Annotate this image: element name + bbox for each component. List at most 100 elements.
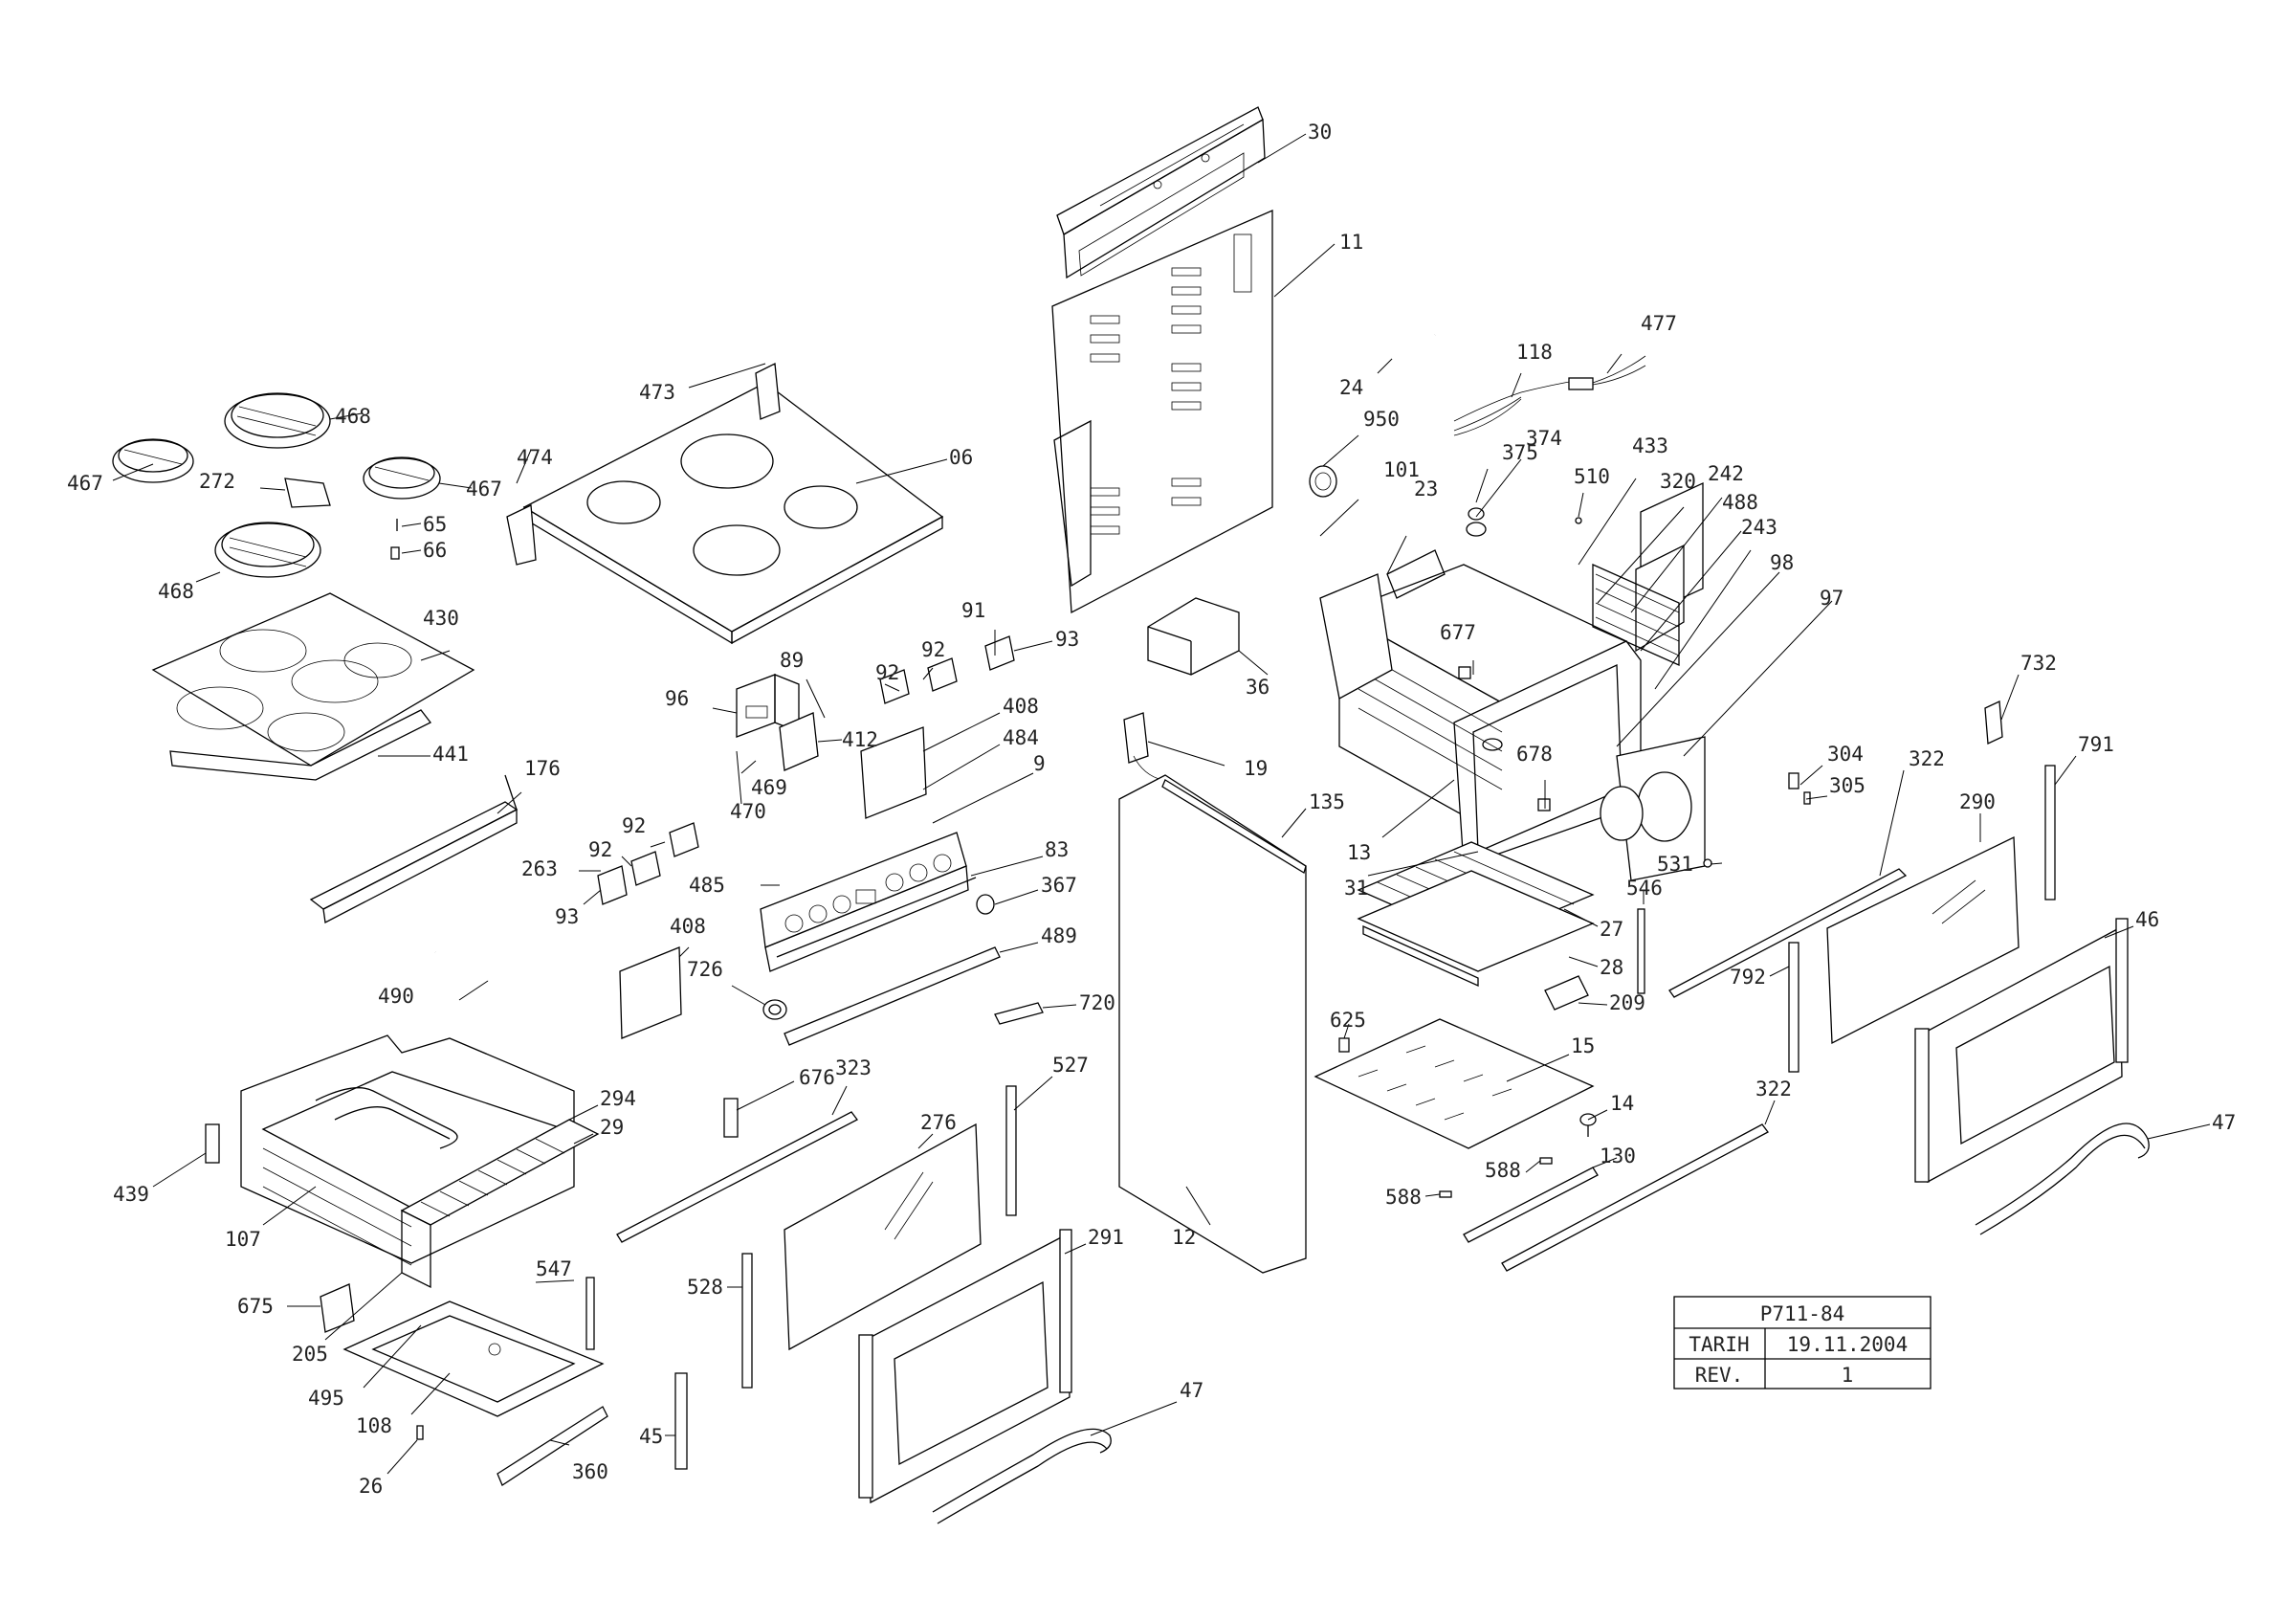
part-back-panel-11 [1051, 210, 1273, 614]
label-135: 135 [1309, 790, 1345, 813]
rev-value: 1 [1842, 1364, 1854, 1387]
label-92-d: 92 [588, 838, 612, 861]
label-588-left: 588 [1385, 1186, 1422, 1209]
label-588-right: 588 [1485, 1159, 1521, 1182]
part-wiring-118-477 [1453, 355, 1646, 436]
label-791: 791 [2078, 733, 2114, 756]
part-thermostat-374-375 [1466, 507, 1582, 537]
part-knob-726 [762, 999, 787, 1020]
part-chassis-plate-430 [151, 592, 475, 781]
part-switch-plates-408 [619, 726, 927, 1039]
label-528: 528 [687, 1276, 723, 1299]
part-bracket-625 [1338, 1037, 1350, 1053]
label-546: 546 [1626, 877, 1663, 900]
label-294: 294 [600, 1087, 636, 1110]
rev-label: REV. [1695, 1364, 1744, 1387]
label-276: 276 [920, 1111, 957, 1134]
label-625: 625 [1330, 1009, 1366, 1032]
part-rail-547 [585, 1277, 595, 1350]
label-510: 510 [1574, 465, 1610, 488]
label-92-a: 92 [875, 661, 899, 684]
label-477: 477 [1641, 312, 1677, 335]
label-118: 118 [1516, 341, 1553, 364]
label-205: 205 [292, 1343, 328, 1366]
part-bracket-675 [320, 1283, 355, 1333]
part-handle-47-right [1975, 1123, 2150, 1235]
label-732: 732 [2020, 652, 2057, 675]
part-fan-cover-242 [1592, 481, 1704, 667]
label-468-top: 468 [335, 405, 371, 428]
label-47-right: 47 [2212, 1111, 2236, 1134]
label-243: 243 [1741, 516, 1777, 539]
label-209: 209 [1609, 991, 1645, 1014]
label-13: 13 [1347, 841, 1371, 864]
label-792: 792 [1730, 966, 1766, 989]
label-30: 30 [1308, 121, 1332, 144]
label-96: 96 [665, 687, 689, 710]
label-45: 45 [639, 1425, 663, 1448]
label-467-left: 467 [67, 472, 103, 495]
label-89: 89 [780, 649, 804, 672]
label-675: 675 [237, 1295, 274, 1318]
label-304: 304 [1827, 743, 1864, 766]
part-element-24 [1391, 333, 1436, 361]
part-bracket-732 [1984, 700, 2003, 745]
label-263: 263 [521, 857, 558, 880]
leader-lines [112, 133, 2211, 1475]
label-92-c: 92 [622, 814, 646, 837]
label-27: 27 [1600, 918, 1623, 941]
part-oven-cavity-13 [1337, 564, 1642, 867]
label-322-upper: 322 [1909, 747, 1945, 770]
part-bracket-676 [723, 1098, 739, 1138]
part-timer-96 [736, 674, 819, 771]
label-97: 97 [1820, 587, 1843, 610]
part-back-bracket-30 [1056, 106, 1266, 279]
part-insulation-36 [1147, 597, 1240, 676]
part-tray-108-495 [342, 1301, 605, 1417]
part-rack-294-29 [400, 1119, 600, 1289]
part-post-546 [1637, 908, 1645, 994]
label-9: 9 [1033, 752, 1046, 775]
label-678: 678 [1516, 743, 1553, 766]
label-547: 547 [536, 1257, 572, 1280]
label-242: 242 [1708, 462, 1744, 485]
label-107: 107 [225, 1228, 261, 1251]
part-rails-323-527-528-45 [616, 1085, 1017, 1470]
label-468-bottom: 468 [158, 580, 194, 603]
label-130: 130 [1600, 1145, 1636, 1167]
part-number-labels: 30 11 06 473 474 468 468 467 467 272 65 … [67, 121, 2236, 1498]
label-430: 430 [423, 607, 459, 630]
label-31: 31 [1344, 877, 1368, 900]
part-control-panel-9 [760, 832, 977, 972]
label-65: 65 [423, 513, 447, 536]
label-484: 484 [1003, 726, 1039, 749]
label-46: 46 [2135, 908, 2159, 931]
part-glass-276 [784, 1123, 982, 1351]
label-441: 441 [432, 743, 469, 766]
drawing-number: P711-84 [1760, 1302, 1845, 1325]
label-408-top: 408 [1003, 695, 1039, 718]
label-531: 531 [1657, 853, 1693, 876]
part-badge-720 [994, 1002, 1044, 1025]
part-rail-322-lower [1501, 1123, 1769, 1272]
label-726: 726 [687, 958, 723, 981]
part-rail-176 [309, 774, 519, 923]
part-radiant-heaters [112, 392, 441, 578]
label-485: 485 [689, 874, 725, 897]
part-heater-tube-490 [434, 950, 489, 983]
part-pin-26 [416, 1425, 424, 1440]
part-bracket-209 [1544, 975, 1589, 1011]
label-19: 19 [1244, 757, 1268, 780]
date-label: TARIH [1689, 1333, 1749, 1356]
label-676: 676 [799, 1066, 835, 1089]
label-433: 433 [1632, 434, 1668, 457]
label-490: 490 [378, 985, 414, 1008]
label-488: 488 [1722, 491, 1758, 514]
label-320: 320 [1660, 470, 1696, 493]
part-rail-130 [1463, 1167, 1599, 1243]
label-26: 26 [359, 1475, 383, 1498]
label-527: 527 [1052, 1054, 1089, 1077]
label-470: 470 [730, 800, 766, 823]
part-glass-cooktop-06 [506, 362, 944, 645]
